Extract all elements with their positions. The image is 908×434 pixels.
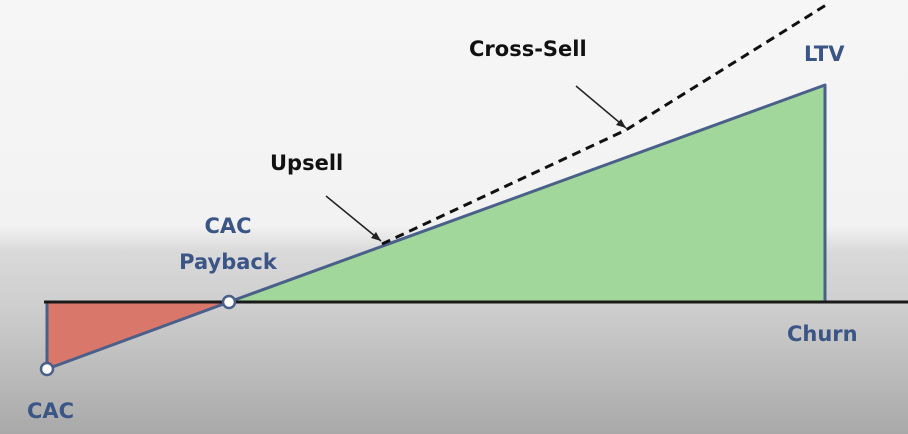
upsell-label: Upsell: [270, 151, 343, 175]
expansion-dashed-line: [381, 3, 827, 246]
cac-payback-label-line2: Payback: [179, 250, 278, 274]
cross-sell-pointer: [575, 85, 627, 129]
upsell-arrowhead: [371, 232, 381, 241]
cac-loss-area: [45, 300, 231, 371]
cac-label: CAC: [27, 399, 74, 423]
ltv-gain-area: [227, 83, 827, 304]
cross-sell-arrowhead: [616, 119, 626, 128]
ltv-label: LTV: [804, 42, 845, 66]
cross-sell-label: Cross-Sell: [469, 37, 587, 61]
upsell-pointer: [325, 195, 382, 242]
cac-payback-label-line1: CAC: [204, 214, 251, 238]
payback-point-marker: [221, 294, 237, 310]
churn-label: Churn: [787, 322, 858, 346]
cac-point-marker: [39, 361, 55, 377]
